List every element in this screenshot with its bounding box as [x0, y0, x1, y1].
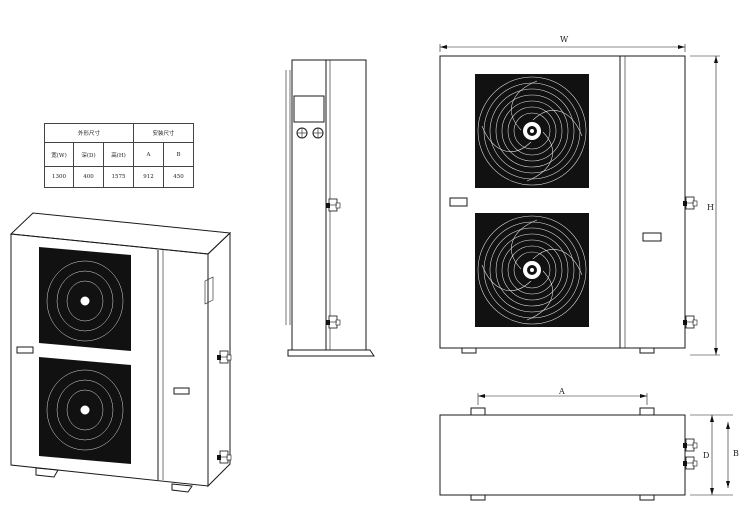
col-height: 高(H)	[103, 142, 134, 167]
val-a: 912	[133, 166, 164, 188]
dimension-H-label: H	[707, 203, 714, 212]
front-view	[439, 44, 720, 356]
spec-table: 外形尺寸 安装尺寸 宽(W) 深(D) 高(H) A B 1300 400 15…	[44, 123, 194, 188]
col-b: B	[163, 142, 194, 167]
isometric-view	[9, 212, 232, 493]
top-view	[439, 393, 733, 501]
val-height: 1575	[103, 166, 134, 188]
dimension-W-label: W	[560, 35, 569, 44]
col-width: 宽(W)	[44, 142, 74, 167]
val-b: 450	[163, 166, 194, 188]
val-depth: 400	[73, 166, 104, 188]
dimension-A-label: A	[558, 387, 565, 396]
dimension-D-label: D	[703, 451, 709, 460]
header-install-dimensions: 安装尺寸	[133, 123, 194, 143]
col-depth: 深(D)	[73, 142, 104, 167]
header-outline-dimensions: 外形尺寸	[44, 123, 134, 143]
col-a: A	[133, 142, 164, 167]
val-width: 1300	[44, 166, 74, 188]
dimension-B-label: B	[733, 449, 739, 458]
side-view	[285, 59, 375, 357]
